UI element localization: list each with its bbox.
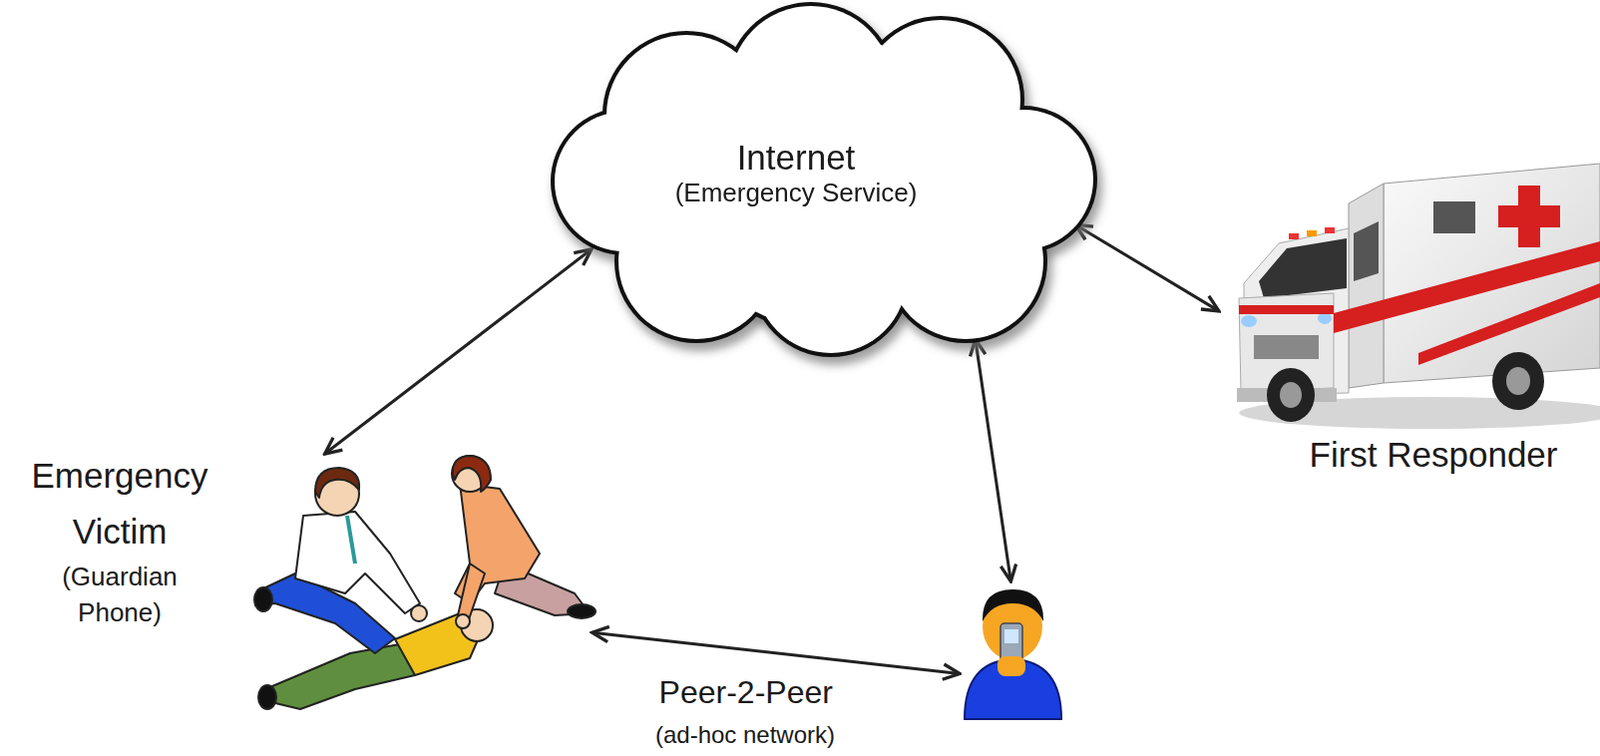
node-text-group: First Responder: [1278, 434, 1589, 475]
cpr-illustration: [254, 455, 596, 710]
bidirectional-arrow: [325, 249, 592, 454]
victim-illustration: Emergency Victim(Guardian Phone): [255, 453, 603, 710]
edge-label: Peer-2-Peer: [596, 675, 896, 711]
node-subtitle: (Emergency Service): [546, 177, 1046, 209]
node-text-group: Internet(Emergency Service): [546, 137, 1046, 209]
cloud-fill-part: [554, 111, 695, 252]
bidirectional-arrow: [592, 632, 960, 674]
node-title: First Responder: [1278, 434, 1589, 475]
bidirectional-arrow: [1075, 224, 1219, 312]
node-subtitle: (Guardian Phone): [44, 559, 195, 632]
node-title: Emergency Victim: [3, 447, 236, 560]
network-note: (ad-hoc network): [595, 722, 895, 749]
ambulance: First Responder: [1218, 163, 1600, 429]
internet-cloud: Internet(Emergency Service): [546, 0, 1102, 362]
bidirectional-arrow: [975, 339, 1012, 582]
phone-user-icon: [964, 589, 1062, 720]
ambulance-icon: [1236, 163, 1600, 429]
phone-user: [959, 581, 1067, 720]
node-text-group: Emergency Victim(Guardian Phone): [3, 447, 236, 632]
node-title: Internet: [546, 137, 1046, 178]
